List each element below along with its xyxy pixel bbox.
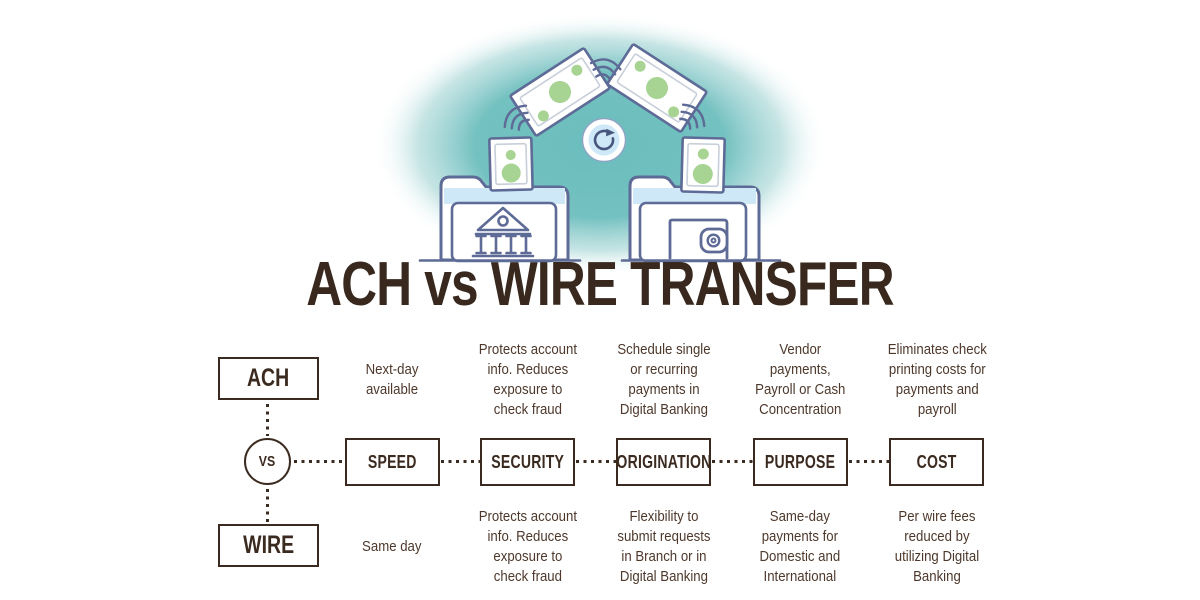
wire-label: WIRE — [243, 531, 294, 559]
ach-purpose-text: Vendor payments, Payroll or Cash Concent… — [754, 341, 846, 418]
ach-speed-text: Next-day available — [365, 361, 419, 398]
bank-building-icon — [418, 175, 582, 263]
motion-arcs-icon — [503, 58, 706, 131]
wire-purpose-text: Same-day payments for Domestic and Inter… — [759, 508, 841, 585]
category-box-speed: SPEED — [345, 438, 440, 486]
ach-label: ACH — [247, 364, 290, 392]
ach-origination-text: Schedule single or recurring payments in… — [617, 341, 711, 418]
category-label-purpose: PURPOSE — [765, 451, 836, 472]
sync-icon — [581, 117, 627, 163]
wallet-building-icon — [620, 175, 782, 263]
category-box-cost: COST — [889, 438, 984, 486]
wire-security-cell: Protects account info. Reduces exposure … — [448, 501, 608, 593]
ach-cost-text: Eliminates check printing costs for paym… — [887, 341, 987, 418]
ach-speed-cell: Next-day available — [312, 334, 472, 426]
dotted-connector-purpose-cost — [849, 460, 889, 463]
dotted-connector-vs-wire — [266, 489, 269, 522]
wire-purpose-cell: Same-day payments for Domestic and Inter… — [720, 501, 880, 593]
category-box-origination: ORIGINATION — [616, 438, 711, 486]
ach-purpose-cell: Vendor payments, Payroll or Cash Concent… — [720, 334, 880, 426]
vs-circle: VS — [244, 438, 291, 485]
dotted-connector-ach-vs — [266, 404, 269, 436]
wire-origination-cell: Flexibility to submit requests in Branch… — [584, 501, 744, 593]
wire-security-text: Protects account info. Reduces exposure … — [478, 508, 578, 585]
page-title: ACH vs WIRE TRANSFER — [306, 250, 894, 319]
dotted-connector-speed-security — [441, 460, 480, 463]
money-bill-icon — [488, 136, 534, 192]
ach-security-cell: Protects account info. Reduces exposure … — [448, 334, 608, 426]
wire-cost-cell: Per wire fees reduced by utilizing Digit… — [857, 501, 1017, 593]
ach-row-label-box: ACH — [218, 357, 319, 400]
dotted-connector-vs-speed — [294, 460, 345, 463]
dotted-connector-origination-purpose — [712, 460, 753, 463]
header-illustration — [372, 13, 828, 272]
vs-label: VS — [259, 453, 276, 470]
category-box-purpose: PURPOSE — [753, 438, 848, 486]
wire-cost-text: Per wire fees reduced by utilizing Digit… — [894, 508, 980, 585]
category-label-speed: SPEED — [368, 451, 417, 472]
ach-cost-cell: Eliminates check printing costs for paym… — [857, 334, 1017, 426]
ach-origination-cell: Schedule single or recurring payments in… — [584, 334, 744, 426]
category-label-security: SECURITY — [491, 451, 564, 472]
wire-speed-text: Same day — [362, 538, 422, 555]
money-bill-icon — [606, 43, 708, 133]
money-bill-icon — [680, 136, 726, 194]
ach-security-text: Protects account info. Reduces exposure … — [478, 341, 578, 418]
wire-origination-text: Flexibility to submit requests in Branch… — [617, 508, 711, 585]
category-box-security: SECURITY — [480, 438, 575, 486]
category-label-origination: ORIGINATION — [615, 451, 712, 472]
wire-row-label-box: WIRE — [218, 524, 319, 567]
dotted-connector-security-origination — [576, 460, 616, 463]
category-label-cost: COST — [916, 451, 957, 472]
wire-speed-cell: Same day — [312, 501, 472, 593]
